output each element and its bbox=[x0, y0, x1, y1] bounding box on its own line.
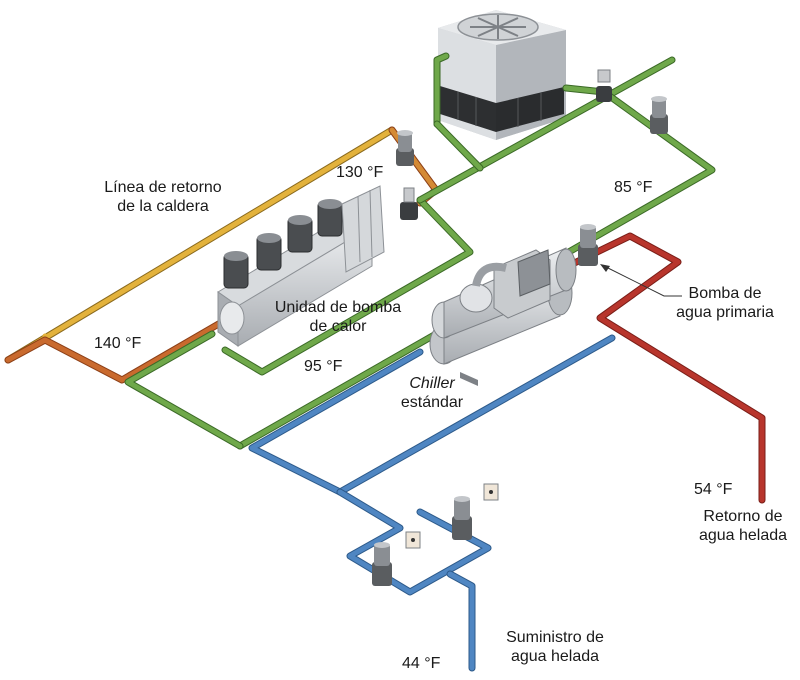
chw-supply-label: Suministro de agua helada bbox=[506, 629, 604, 665]
cooling-tower bbox=[438, 10, 566, 140]
pump-secondary-2 bbox=[372, 531, 421, 586]
temp-140-label: 140 °F bbox=[94, 335, 142, 352]
primary-water-pump bbox=[578, 224, 598, 266]
primary-pump-leader bbox=[600, 264, 682, 297]
temp-130-label: 130 °F bbox=[336, 164, 384, 181]
chilled-return-pipe bbox=[556, 232, 766, 504]
heat-pump-label: Unidad de bomba de calor bbox=[274, 299, 402, 335]
pump-secondary-1 bbox=[452, 483, 499, 540]
primary-pump-label: Bomba de agua primaria bbox=[676, 285, 774, 321]
temp-54-label: 54 °F bbox=[694, 481, 733, 498]
heat-pump-unit bbox=[217, 185, 385, 347]
chiller-unit bbox=[429, 247, 577, 386]
chw-return-label: Retorno de agua helada bbox=[698, 508, 788, 544]
chiller-label: Chiller estándar bbox=[400, 375, 464, 411]
valve-tower-top bbox=[596, 69, 612, 102]
pump-heat-pump bbox=[400, 187, 418, 220]
pump-boiler-line bbox=[396, 130, 414, 166]
boiler-return-label: Línea de retorno de la caldera bbox=[104, 179, 222, 215]
temp-44-label: 44 °F bbox=[402, 655, 441, 672]
condenser-water-pipe bbox=[124, 52, 716, 450]
temp-95-label: 95 °F bbox=[304, 358, 343, 375]
temp-85-label: 85 °F bbox=[614, 179, 653, 196]
pump-condenser-tower bbox=[650, 96, 668, 134]
